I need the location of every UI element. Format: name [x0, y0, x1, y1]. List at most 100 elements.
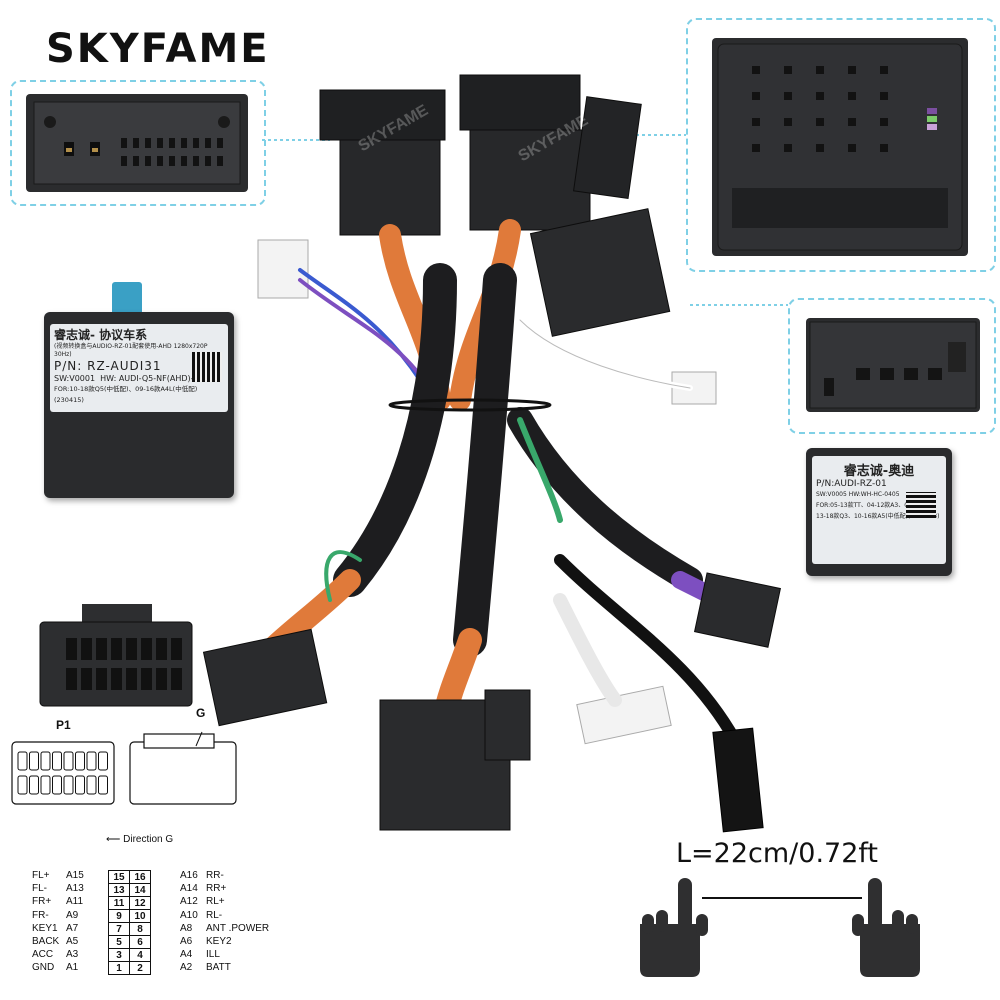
box1-sw: SW:V0001 HW: AUDI-Q5-NF(AHD)-0000: [54, 373, 224, 384]
pin-cell: 13: [108, 883, 130, 897]
top-connector-left: [319, 89, 446, 236]
pin-number: A9: [66, 909, 79, 921]
pin-signal-name: FR+: [32, 896, 52, 908]
pin-cell: 10: [129, 909, 151, 923]
pin-number: A15: [66, 870, 84, 881]
pin-number: A7: [66, 922, 79, 934]
pin-signal-name: RL-: [206, 909, 223, 921]
connector-closeup-callout-mid: [788, 298, 996, 434]
connector-closeup-callout-left: [10, 80, 266, 206]
pin-number: A5: [66, 936, 79, 947]
pin-number: A6: [180, 936, 193, 947]
box1-hw-text: HW: AUDI-Q5-NF(AHD)-0000: [100, 374, 214, 383]
cable-tie: [388, 398, 552, 412]
length-indicator: [640, 878, 920, 977]
bottom-connector-left: [202, 628, 328, 727]
pin-cell: 2: [129, 961, 151, 975]
purple-connector: [693, 572, 781, 648]
box1-note: (视频转换盒与AUDIO-RZ-01配套使用-AHD 1280x720P 30H…: [54, 343, 208, 358]
pin-cell: 7: [108, 922, 130, 936]
canbus-box-2: 睿志诚-奥迪 P/N:AUDI-RZ-01 SW:V0005 HW:WH-HC-…: [806, 448, 952, 576]
pin-number: A10: [180, 909, 198, 921]
pin-signal-name: RL+: [206, 896, 225, 908]
pin-cell: 16: [129, 870, 151, 884]
bottom-connector-center-side: [484, 689, 531, 761]
pin-signal-name: KEY2: [206, 936, 232, 947]
pin-label-left: ACC A3: [32, 949, 78, 960]
canbus-box-1: 睿志诚- 协议车系 (视频转换盒与AUDIO-RZ-01配套使用-AHD 128…: [44, 312, 234, 498]
connector-face-photo: [26, 94, 248, 192]
small-connector-drawing: [809, 321, 977, 409]
pin-label-left: FR-A9: [32, 910, 78, 921]
pin-label-right: A10 RL-: [180, 910, 222, 921]
pin-label-left: KEY1 A7: [32, 923, 78, 934]
hand-left-icon: [640, 878, 708, 977]
pin-cell: 5: [108, 935, 130, 949]
quadlock-drawing: [717, 43, 963, 251]
box2-for2: 13-18款Q3、10-16款A5(中低配)(21.10.13): [816, 513, 940, 520]
pin-number: A3: [66, 949, 79, 961]
p1-label: P1: [56, 718, 71, 732]
small-connector-photo: [806, 318, 980, 412]
pin-number: A4: [180, 949, 193, 961]
pin-label-left: FL+ A15: [32, 870, 84, 881]
pin-signal-name: ILL: [206, 949, 220, 961]
pin-label-left: FR+ A11: [32, 896, 83, 907]
box1-sw-text: SW:V0001: [54, 374, 96, 383]
direction-text: Direction G: [123, 834, 174, 845]
box1-title: 睿志诚- 协议车系: [54, 328, 148, 342]
direction-label: ⟵ Direction G: [106, 834, 173, 845]
iso-plug-photo: [36, 598, 196, 710]
pin-label-left: FL-A13: [32, 883, 84, 894]
pin-signal-name: ACC: [32, 949, 54, 961]
pin-number: A11: [66, 896, 84, 908]
hand-right-icon: [852, 878, 920, 977]
pin-signal-name: FL+: [32, 870, 50, 881]
pin-cell: 11: [108, 896, 130, 910]
white-connector-bottom: [576, 685, 672, 745]
length-label: L=22cm/0.72ft: [676, 838, 878, 869]
pin-number: A16: [180, 870, 198, 881]
pin-signal-name: RR+: [206, 883, 227, 895]
box2-title: 睿志诚-奥迪: [843, 464, 915, 479]
pin-cell: 9: [108, 909, 130, 923]
pin-signal-name: BATT: [206, 962, 231, 974]
pin-number: A14: [180, 883, 198, 895]
pin-cell: 14: [129, 883, 151, 897]
pin-number: A1: [66, 962, 79, 974]
pin-signal-name: RR-: [206, 870, 224, 881]
pin-cell: 6: [129, 935, 151, 949]
pin-label-right: A12 RL+: [180, 896, 225, 907]
pin-cell: 8: [129, 922, 151, 936]
box1-for: FOR:10-18款Q5(中低配)、09-16款A4L(中低配)(230415): [54, 385, 198, 404]
pin-number: A2: [180, 962, 193, 974]
pin-cell: 12: [129, 896, 151, 910]
qr-code-2: [906, 492, 936, 518]
connector-line-drawings: [11, 731, 237, 805]
direction-arrow-icon: ⟵: [106, 834, 121, 845]
box1-pn: P/N: RZ-AUDI31: [54, 359, 162, 373]
quadlock-connector-photo: [712, 38, 968, 256]
side-connector-top-right: [529, 208, 671, 337]
pin-label-right: A2 BATT: [180, 962, 231, 973]
box2-pn: P/N:AUDI-RZ-01: [816, 479, 887, 489]
brand-logo: SKYFAME: [46, 26, 270, 72]
pin-label-right: A6 KEY2: [180, 936, 232, 947]
pin-number: A12: [180, 896, 198, 908]
pin-cell: 15: [108, 870, 130, 884]
antenna-connector: [712, 727, 764, 833]
pin-cell: 1: [108, 961, 130, 975]
box2-for1: FOR:05-13款TT、04-12款A3、03-07款A4: [816, 502, 936, 509]
pin-signal-name: KEY1: [32, 922, 58, 934]
